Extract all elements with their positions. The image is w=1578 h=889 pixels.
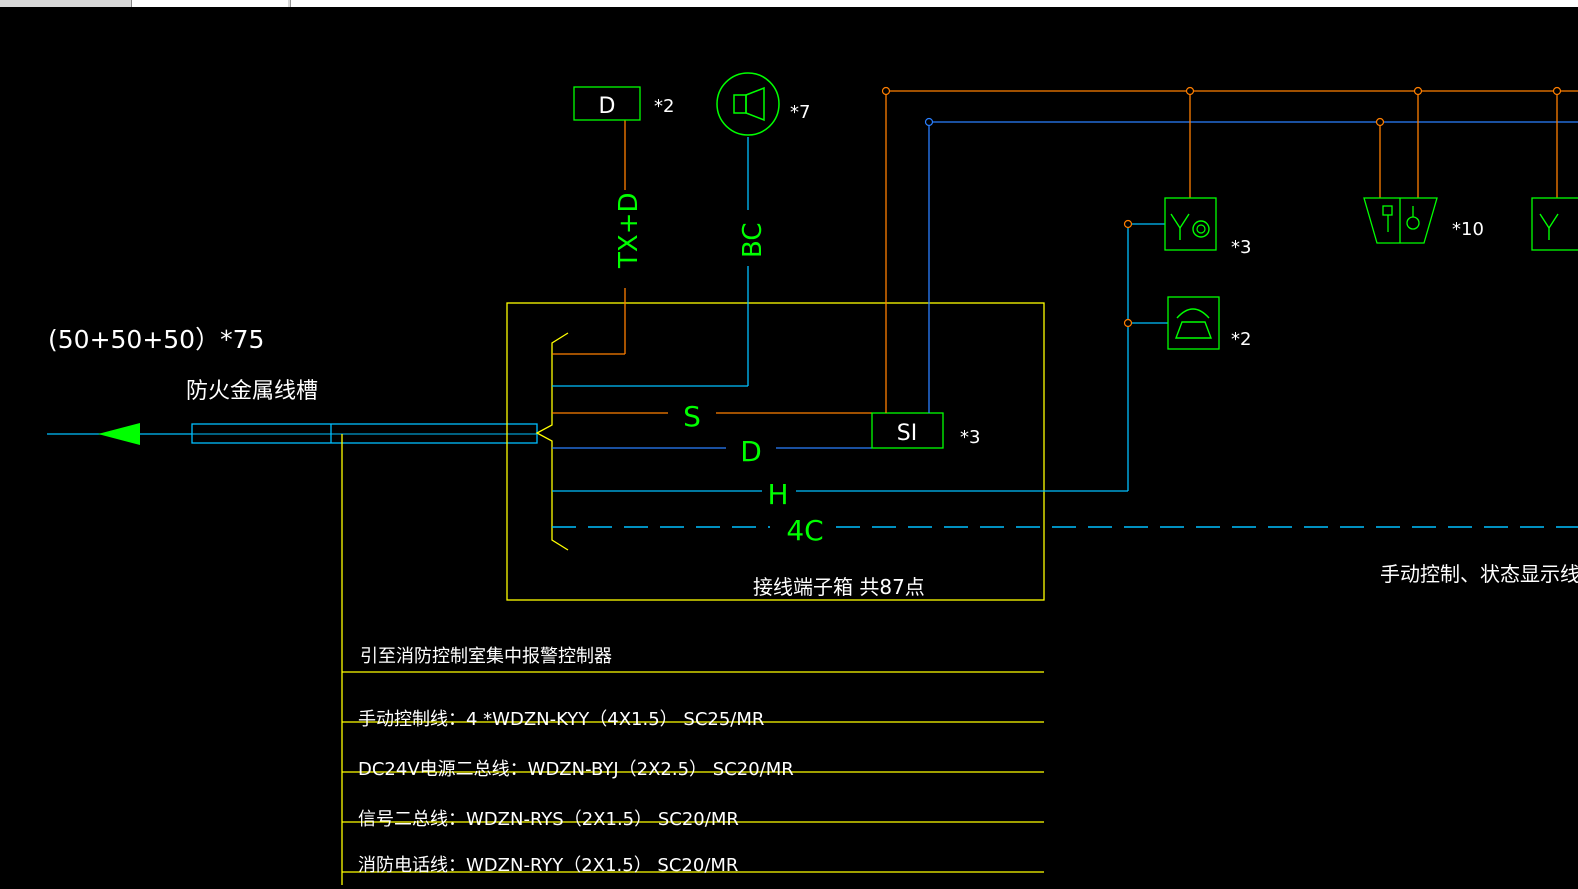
cable-spec-manual-control: 手动控制线：4 *WDZN-KYY（4X1.5） SC25/MR [358,709,764,730]
display-count: *2 [654,96,674,117]
line-d: D [552,435,872,468]
cable-spec-phone-line: 消防电话线：WDZN-RYY（2X1.5） SC20/MR [358,855,738,876]
line-label-4c: 4C [786,514,823,547]
cable-spec-signal-bus: 信号二总线：WDZN-RYS（2X1.5） SC20/MR [358,809,739,830]
trunk-label-bc: BC [738,222,768,258]
speaker-device: *7 [717,73,810,135]
cad-canvas[interactable]: (50+50+50）*75 防火金属线槽 接线端子箱 共87点 引至消防控制室集… [0,7,1578,885]
cable-spec-power-bus: DC24V电源二总线：WDZN-BYJ（2X2.5） SC20/MR [358,759,794,780]
direction-arrow-icon [98,423,140,445]
manual-alarm-station-icon [1383,198,1419,243]
si-count: *3 [960,427,980,448]
manual-alarm-count: *10 [1452,219,1484,240]
wiring-diagram: (50+50+50）*75 防火金属线槽 接线端子箱 共87点 引至消防控制室集… [0,7,1578,885]
line-h: H [552,221,1168,512]
telephone-device: *2 [1168,297,1251,350]
trunk-label-tx-d: TX+D [614,193,644,270]
smoke-heat-detector-icon [1171,214,1209,240]
si-label: SI [897,421,917,446]
control-line-label: 手动控制、状态显示线 [1380,562,1578,586]
tray-name-label: 防火金属线槽 [186,379,318,404]
smoke-heat-detector-icon [1540,214,1558,228]
manual-alarm-station: *10 [1364,198,1484,243]
speaker-icon [734,88,764,120]
line-label-s: S [683,400,701,433]
smoke-heat-detector: *3 [1165,198,1251,258]
terminal-box: 接线端子箱 共87点 [507,303,1044,600]
terminal-box-label: 接线端子箱 共87点 [753,575,925,599]
drawing-tab[interactable] [131,0,288,7]
telephone-count: *2 [1231,329,1251,350]
cable-tray: (50+50+50）*75 防火金属线槽 [47,325,537,445]
lead-out: 引至消防控制室集中报警控制器 手动控制线：4 *WDZN-KYY（4X1.5） … [342,434,1044,885]
line-label-h: H [767,478,788,511]
smoke-heat-detector-partial [1532,198,1578,250]
line-label-d: D [740,435,762,468]
telephone-icon [1176,309,1211,338]
speaker-count: *7 [790,102,810,123]
display-device: D *2 [574,87,674,120]
detector-count: *3 [1231,237,1251,258]
si-module: SI *3 [872,413,980,448]
trunk-lines: TX+D BC [552,120,768,386]
display-label: D [599,94,616,119]
line-s: S [552,400,872,433]
lead-out-title: 引至消防控制室集中报警控制器 [360,646,612,667]
line-4c: 4C 手动控制、状态显示线 [552,514,1578,586]
tray-size-label: (50+50+50）*75 [48,325,264,354]
